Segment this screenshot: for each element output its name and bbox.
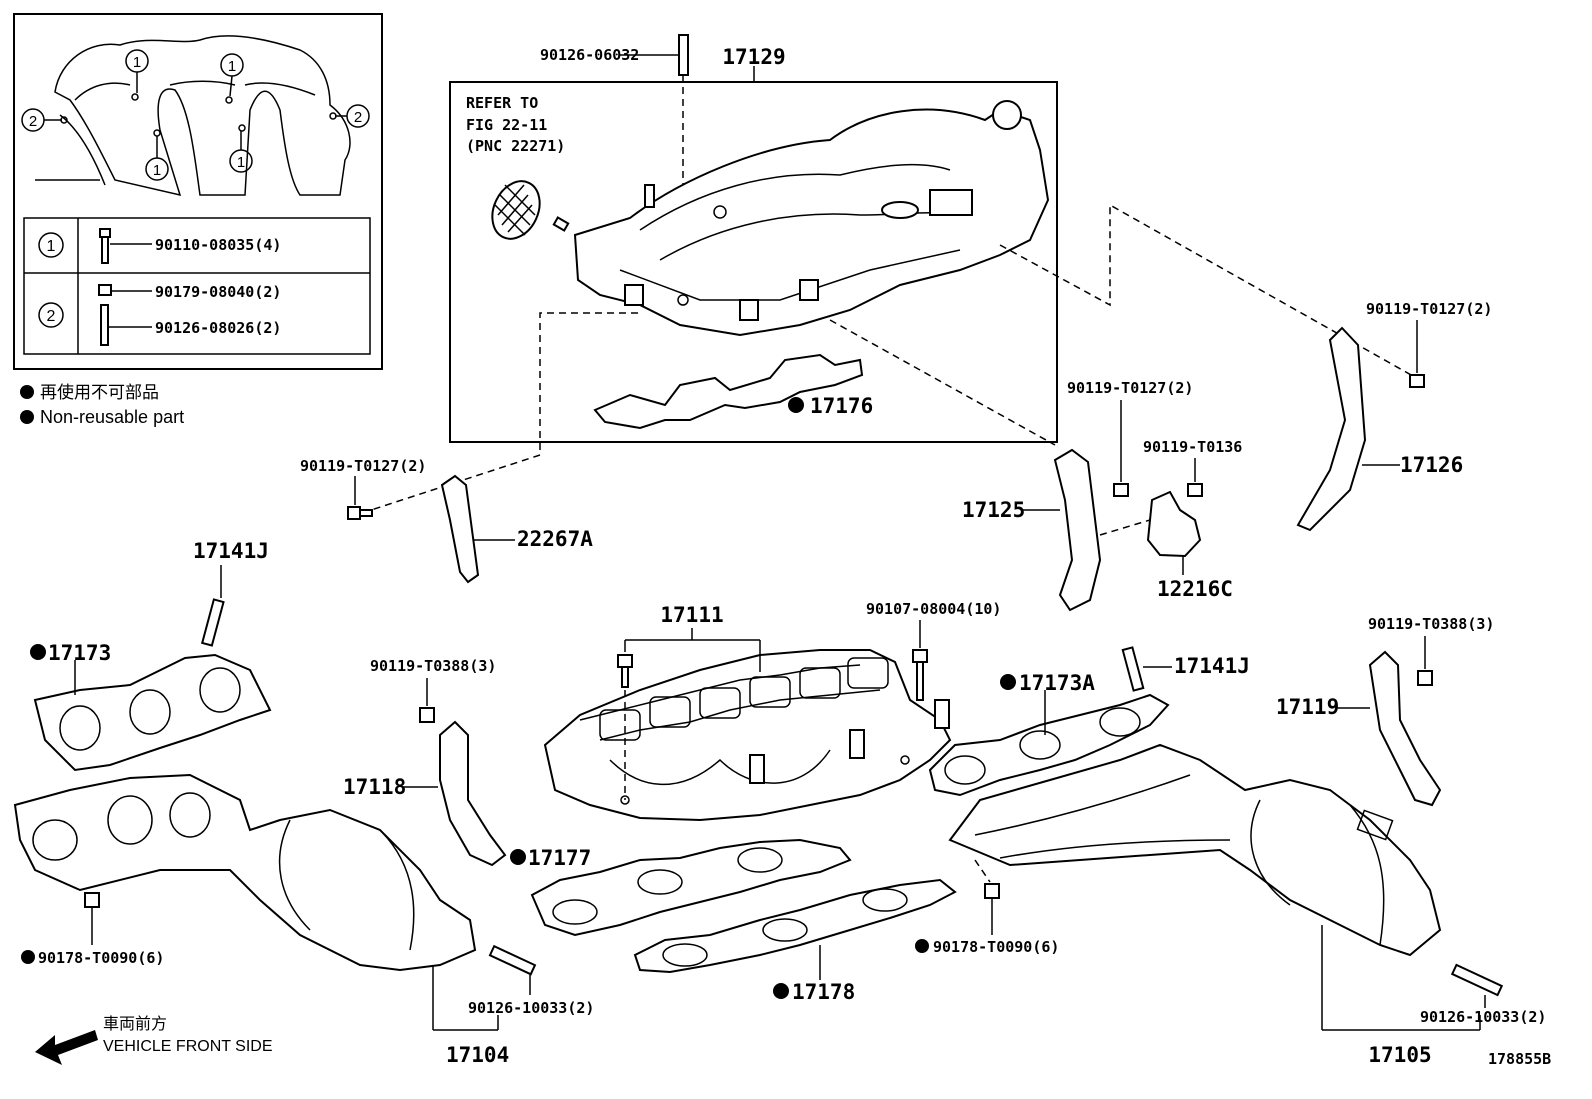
nut-90178-t0090-right: 90178-T0090(6) bbox=[915, 859, 1059, 956]
svg-text:(PNC 22271): (PNC 22271) bbox=[466, 137, 565, 155]
inset-callout-1d: 1 bbox=[229, 131, 253, 173]
intake-manifold-17129 bbox=[573, 100, 1050, 337]
svg-text:90126-10033(2): 90126-10033(2) bbox=[468, 999, 594, 1017]
svg-text:90126-10033(2): 90126-10033(2) bbox=[1420, 1008, 1546, 1026]
bolt-90119-t0127-right: 90119-T0127(2) bbox=[1366, 300, 1492, 388]
figure-code: 178855B bbox=[1488, 1050, 1551, 1068]
intake-group-box: 17129 bbox=[449, 45, 1058, 443]
lower-intake-17111: 17111 bbox=[543, 603, 952, 822]
bolt-90119-t0127-middle: 90119-T0127(2) bbox=[1067, 379, 1193, 497]
svg-text:22267A: 22267A bbox=[517, 527, 593, 551]
svg-text:90119-T0388(3): 90119-T0388(3) bbox=[370, 657, 496, 675]
non-reusable-legend: 再使用不可部品 Non-reusable part bbox=[20, 382, 184, 427]
gasket-17173: 17173 bbox=[30, 641, 272, 772]
refer-note: REFER TO FIG 22-11 (PNC 22271) bbox=[466, 94, 565, 155]
inset-callout-2a: 2 bbox=[21, 108, 62, 132]
svg-text:90126-08026(2): 90126-08026(2) bbox=[155, 319, 281, 337]
svg-text:17105: 17105 bbox=[1368, 1043, 1431, 1067]
svg-text:1: 1 bbox=[237, 154, 245, 171]
filter-screen bbox=[491, 180, 541, 240]
svg-text:1: 1 bbox=[133, 54, 141, 71]
svg-text:17118: 17118 bbox=[343, 775, 406, 799]
vehicle-front-arrow: 車両前方 VEHICLE FRONT SIDE bbox=[35, 1015, 273, 1065]
svg-text:12216C: 12216C bbox=[1157, 577, 1233, 601]
inset-callout-1b: 1 bbox=[220, 53, 244, 97]
svg-text:17178: 17178 bbox=[792, 980, 855, 1004]
bolt-90107-08004: 90107-08004(10) bbox=[866, 600, 1001, 701]
stud-90126-10033-right: 90126-10033(2) bbox=[1420, 963, 1546, 1026]
svg-text:17141J: 17141J bbox=[193, 539, 269, 563]
svg-text:17125: 17125 bbox=[962, 498, 1025, 522]
bolt-90119-t0388-right: 90119-T0388(3) bbox=[1368, 615, 1494, 686]
svg-text:再使用不可部品: 再使用不可部品 bbox=[40, 382, 159, 402]
bracket-17126: 17126 bbox=[1296, 326, 1463, 532]
inset-callout-2b: 2 bbox=[335, 104, 370, 128]
svg-text:1: 1 bbox=[153, 162, 161, 179]
bolt-90119-t0127-left: 90119-T0127(2) bbox=[300, 457, 426, 520]
stud-90126-10033-left: 90126-10033(2) bbox=[468, 944, 594, 1017]
bracket-17119: 17119 bbox=[1276, 650, 1442, 807]
svg-text:17141J: 17141J bbox=[1174, 654, 1250, 678]
inset-callout-1a: 1 bbox=[125, 49, 149, 93]
svg-text:17173: 17173 bbox=[48, 641, 111, 665]
svg-text:1: 1 bbox=[47, 238, 56, 255]
svg-text:90119-T0136: 90119-T0136 bbox=[1143, 438, 1242, 456]
svg-text:2: 2 bbox=[47, 308, 56, 325]
bolt-90119-t0388-left: 90119-T0388(3) bbox=[370, 657, 496, 723]
svg-text:FIG 22-11: FIG 22-11 bbox=[466, 116, 547, 134]
stud-17141j-right: 17141J bbox=[1121, 646, 1250, 692]
svg-text:2: 2 bbox=[354, 109, 362, 126]
svg-text:90107-08004(10): 90107-08004(10) bbox=[866, 600, 1001, 618]
svg-text:17111: 17111 bbox=[660, 603, 723, 627]
bracket-17118: 17118 bbox=[343, 720, 507, 867]
exhaust-manifold-17104: 17104 bbox=[13, 773, 509, 1067]
bracket-12216c: 12216C bbox=[1099, 490, 1233, 601]
gasket-17176: 17176 bbox=[593, 353, 873, 430]
svg-text:Non-reusable part: Non-reusable part bbox=[40, 407, 184, 427]
svg-text:90110-08035(4): 90110-08035(4) bbox=[155, 236, 281, 254]
svg-text:17177: 17177 bbox=[528, 846, 591, 870]
svg-text:90119-T0127(2): 90119-T0127(2) bbox=[1067, 379, 1193, 397]
bolt-90119-t0136: 90119-T0136 bbox=[1143, 438, 1242, 497]
svg-text:車両前方: 車両前方 bbox=[103, 1015, 167, 1033]
svg-text:17129: 17129 bbox=[722, 45, 785, 69]
svg-text:17119: 17119 bbox=[1276, 695, 1339, 719]
svg-text:90119-T0127(2): 90119-T0127(2) bbox=[300, 457, 426, 475]
stud-17141j-left: 17141J bbox=[193, 539, 269, 647]
svg-text:REFER TO: REFER TO bbox=[466, 94, 538, 112]
svg-text:17173A: 17173A bbox=[1019, 671, 1095, 695]
nut-90178-t0090-left: 90178-T0090(6) bbox=[21, 892, 164, 967]
svg-text:90178-T0090(6): 90178-T0090(6) bbox=[933, 938, 1059, 956]
svg-text:17104: 17104 bbox=[446, 1043, 509, 1067]
svg-text:17176: 17176 bbox=[810, 394, 873, 418]
exhaust-manifold-17105: 17105 bbox=[948, 743, 1481, 1067]
svg-text:VEHICLE FRONT SIDE: VEHICLE FRONT SIDE bbox=[103, 1038, 273, 1055]
svg-text:17126: 17126 bbox=[1400, 453, 1463, 477]
bracket-17125: 17125 bbox=[962, 448, 1102, 612]
bolt-icon bbox=[617, 654, 633, 688]
gasket-17177: 17177 bbox=[510, 838, 852, 937]
svg-text:1: 1 bbox=[228, 58, 236, 75]
inset-legend-table: 1 2 90110-08035(4) 90179-08040(2) 90126-… bbox=[23, 217, 371, 355]
gasket-17173a: 17173A bbox=[928, 671, 1170, 797]
svg-text:90119-T0127(2): 90119-T0127(2) bbox=[1366, 300, 1492, 318]
svg-text:90178-T0090(6): 90178-T0090(6) bbox=[38, 949, 164, 967]
inset-box: 1 1 1 1 2 2 bbox=[13, 13, 383, 370]
stud-icon bbox=[100, 304, 109, 346]
nut-icon bbox=[98, 284, 112, 296]
svg-text:90119-T0388(3): 90119-T0388(3) bbox=[1368, 615, 1494, 633]
inset-callout-1c: 1 bbox=[145, 136, 169, 181]
svg-text:90179-08040(2): 90179-08040(2) bbox=[155, 283, 281, 301]
gasket-17178: 17178 bbox=[633, 878, 957, 1004]
bracket-22267a: 22267A bbox=[440, 474, 593, 584]
svg-text:2: 2 bbox=[29, 113, 37, 130]
svg-text:90126-06032: 90126-06032 bbox=[540, 46, 639, 64]
bolt-icon bbox=[99, 228, 111, 264]
